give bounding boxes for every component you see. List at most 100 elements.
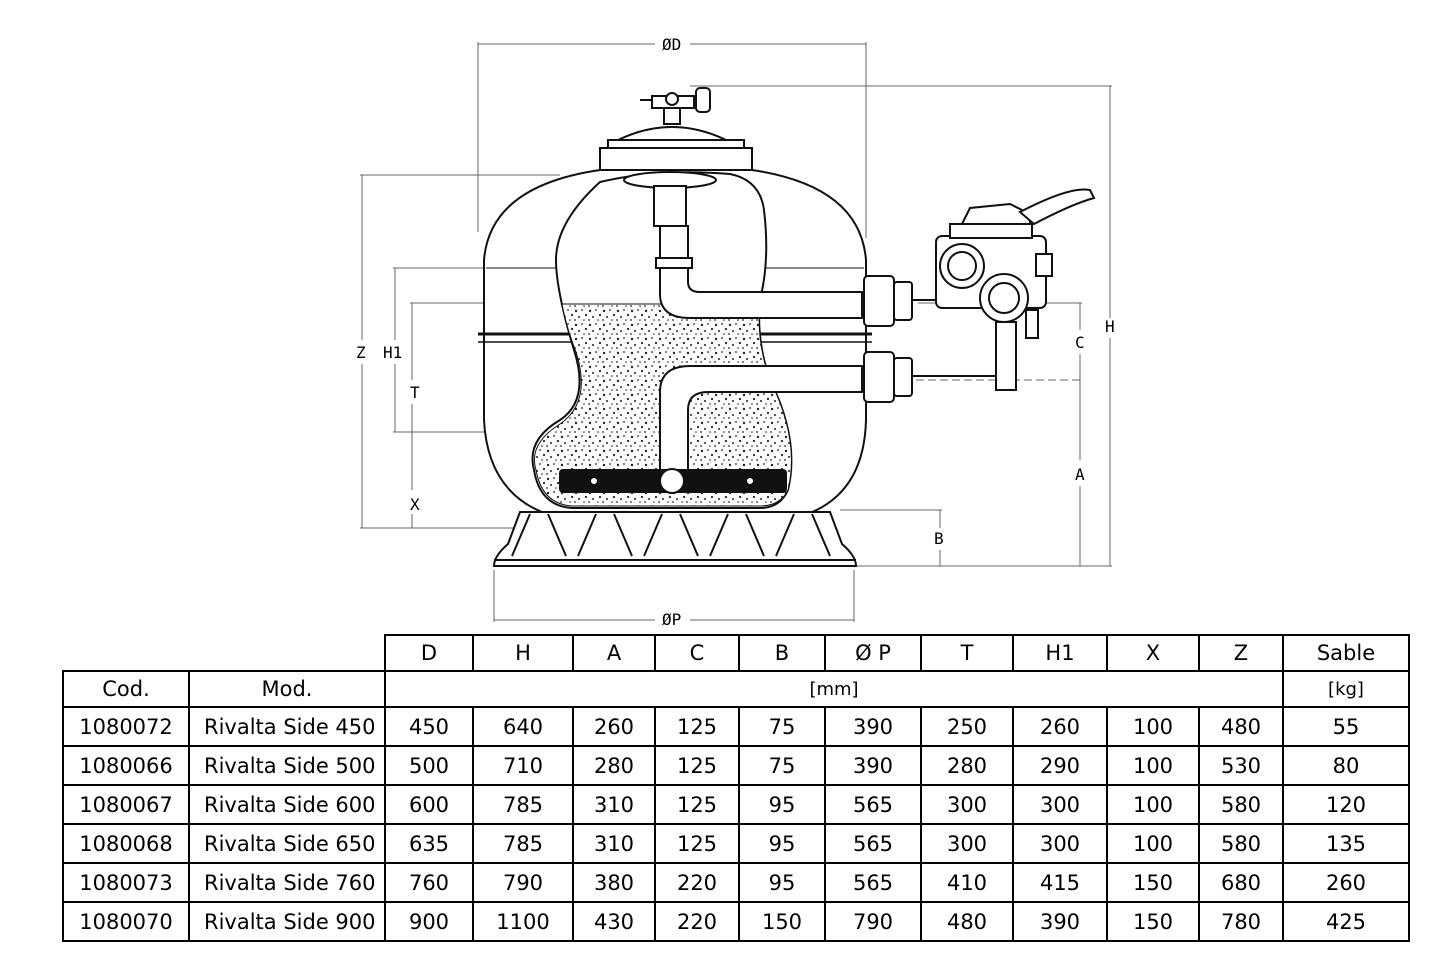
row-value: 300 <box>1012 784 1108 825</box>
label-H1: H1 <box>383 343 402 362</box>
row-value: 565 <box>824 823 922 864</box>
header-Z: Z <box>1198 634 1284 672</box>
row-value: 260 <box>1012 706 1108 747</box>
row-value: 150 <box>738 901 826 942</box>
row-value: 580 <box>1198 784 1284 825</box>
header-T: T <box>920 634 1014 672</box>
row-value: 300 <box>920 784 1014 825</box>
label-D: ØD <box>662 35 681 54</box>
row-value: 760 <box>384 862 474 903</box>
header-B: B <box>738 634 826 672</box>
header-sable: Sable <box>1282 634 1410 672</box>
row-value: 260 <box>572 706 656 747</box>
table-units-row: Cod. Mod. [mm] [kg] <box>62 670 1410 708</box>
row-value: 95 <box>738 784 826 825</box>
table-header-row: D H A C B Ø P T H1 X Z Sable <box>63 634 1410 672</box>
row-value: 640 <box>472 706 574 747</box>
row-value: 100 <box>1106 745 1200 786</box>
label-C: C <box>1075 333 1085 352</box>
row-value: 80 <box>1282 745 1410 786</box>
row-value: 220 <box>654 862 740 903</box>
row-value: 280 <box>572 745 656 786</box>
row-model: Rivalta Side 650 <box>188 823 386 864</box>
row-value: 565 <box>824 862 922 903</box>
row-value: 135 <box>1282 823 1410 864</box>
label-B: B <box>934 529 944 548</box>
base-feet <box>511 513 831 557</box>
row-value: 250 <box>920 706 1014 747</box>
row-value: 380 <box>572 862 656 903</box>
row-value: 100 <box>1106 784 1200 825</box>
row-value: 95 <box>738 823 826 864</box>
label-T: T <box>410 383 420 402</box>
header-model: Mod. <box>188 670 386 708</box>
header-code: Cod. <box>62 670 190 708</box>
units-mm: [mm] <box>384 670 1284 708</box>
row-value: 580 <box>1198 823 1284 864</box>
row-code: 1080073 <box>62 862 190 903</box>
row-value: 390 <box>1012 901 1108 942</box>
row-value: 500 <box>384 745 474 786</box>
row-value: 125 <box>654 784 740 825</box>
row-value: 600 <box>384 784 474 825</box>
row-value: 710 <box>472 745 574 786</box>
header-H: H <box>472 634 574 672</box>
row-value: 390 <box>824 706 922 747</box>
row-value: 125 <box>654 823 740 864</box>
row-value: 900 <box>384 901 474 942</box>
row-value: 415 <box>1012 862 1108 903</box>
label-A: A <box>1075 465 1085 484</box>
row-code: 1080068 <box>62 823 190 864</box>
row-code: 1080070 <box>62 901 190 942</box>
row-value: 390 <box>824 745 922 786</box>
row-value: 300 <box>920 823 1014 864</box>
header-X: X <box>1106 634 1200 672</box>
label-P: ØP <box>662 610 681 629</box>
row-value: 280 <box>920 745 1014 786</box>
row-value: 120 <box>1282 784 1410 825</box>
row-value: 310 <box>572 823 656 864</box>
header-A: A <box>572 634 656 672</box>
row-value: 100 <box>1106 823 1200 864</box>
row-model: Rivalta Side 760 <box>188 862 386 903</box>
row-value: 785 <box>472 784 574 825</box>
row-value: 635 <box>384 823 474 864</box>
row-value: 150 <box>1106 862 1200 903</box>
row-value: 565 <box>824 784 922 825</box>
row-value: 55 <box>1282 706 1410 747</box>
row-value: 430 <box>572 901 656 942</box>
header-H1: H1 <box>1012 634 1108 672</box>
row-code: 1080072 <box>62 706 190 747</box>
row-value: 125 <box>654 745 740 786</box>
row-value: 75 <box>738 706 826 747</box>
row-value: 410 <box>920 862 1014 903</box>
row-model: Rivalta Side 900 <box>188 901 386 942</box>
spec-table: D H A C B Ø P T H1 X Z Sable Cod. Mod. [… <box>62 634 1410 942</box>
row-value: 150 <box>1106 901 1200 942</box>
header-P: Ø P <box>824 634 922 672</box>
row-value: 680 <box>1198 862 1284 903</box>
row-value: 785 <box>472 823 574 864</box>
multiport-valve <box>935 188 1096 391</box>
label-X: X <box>410 495 420 514</box>
row-model: Rivalta Side 600 <box>188 784 386 825</box>
row-value: 260 <box>1282 862 1410 903</box>
row-value: 290 <box>1012 745 1108 786</box>
row-value: 75 <box>738 745 826 786</box>
filter-technical-drawing: ØD H C A B Z H1 T X ØP <box>356 35 1115 629</box>
row-value: 125 <box>654 706 740 747</box>
row-model: Rivalta Side 500 <box>188 745 386 786</box>
dimension-labels: ØD H C A B Z H1 T X ØP <box>356 35 1115 629</box>
row-code: 1080066 <box>62 745 190 786</box>
header-blank <box>63 635 385 671</box>
row-value: 95 <box>738 862 826 903</box>
row-value: 530 <box>1198 745 1284 786</box>
label-Z: Z <box>356 343 366 362</box>
header-D: D <box>384 634 474 672</box>
row-value: 480 <box>920 901 1014 942</box>
